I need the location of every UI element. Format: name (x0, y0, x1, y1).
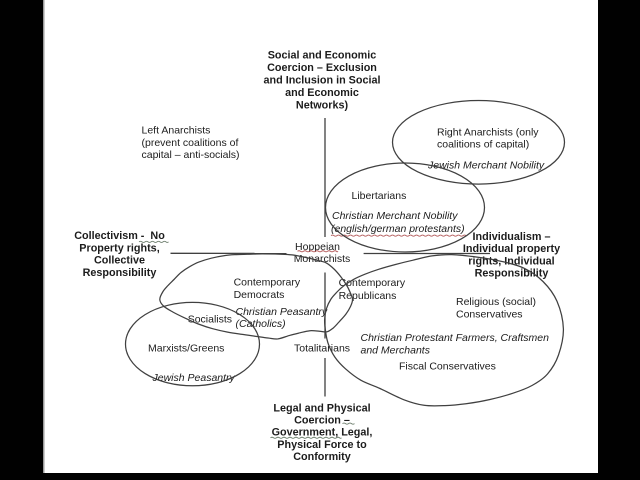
svg-text:Right Anarchists (only: Right Anarchists (only (437, 126, 539, 138)
svg-text:Jewish Merchant Nobility: Jewish Merchant Nobility (427, 159, 545, 171)
svg-text:Coercion –: Coercion – (294, 415, 350, 427)
svg-text:and Inclusion in Social: and Inclusion in Social (264, 74, 381, 86)
svg-text:(english/german protestants): (english/german protestants) (331, 223, 465, 235)
svg-text:Conformity: Conformity (293, 451, 351, 463)
svg-text:coalitions of capital): coalitions of capital) (437, 139, 529, 151)
svg-text:Responsibility: Responsibility (83, 267, 157, 279)
svg-text:and Merchants: and Merchants (361, 345, 431, 357)
svg-text:Libertarians: Libertarians (352, 190, 407, 202)
svg-text:capital – anti-socials): capital – anti-socials) (142, 149, 240, 161)
svg-text:Hoppeian: Hoppeian (295, 241, 340, 253)
svg-text:Social and Economic: Social and Economic (268, 49, 377, 61)
svg-text:Coercion – Exclusion: Coercion – Exclusion (267, 62, 377, 74)
svg-text:Individual property: Individual property (463, 243, 560, 255)
svg-text:Individualism –: Individualism – (473, 231, 551, 243)
svg-text:Christian Merchant Nobility: Christian Merchant Nobility (332, 210, 458, 222)
svg-text:Contemporary: Contemporary (234, 277, 301, 289)
svg-text:Physical Force to: Physical Force to (277, 439, 367, 451)
svg-text:Collective: Collective (94, 255, 145, 267)
svg-text:Religious (social): Religious (social) (456, 296, 536, 308)
svg-text:Fiscal Conservatives: Fiscal Conservatives (399, 361, 496, 373)
svg-text:and Economic: and Economic (285, 87, 359, 99)
svg-text:Democrats: Democrats (234, 289, 285, 301)
svg-text:Contemporary: Contemporary (339, 277, 406, 289)
svg-text:Marxists/Greens: Marxists/Greens (148, 343, 224, 355)
svg-text:Responsibility: Responsibility (475, 268, 549, 280)
svg-text:Left Anarchists: Left Anarchists (142, 125, 211, 137)
svg-text:Socialists: Socialists (188, 314, 232, 326)
svg-text:(prevent coalitions of: (prevent coalitions of (142, 137, 239, 149)
svg-text:Christian Peasantry: Christian Peasantry (236, 306, 328, 318)
svg-text:Legal and Physical: Legal and Physical (273, 402, 370, 414)
svg-text:Monarchists: Monarchists (294, 253, 351, 265)
svg-text:Republicans: Republicans (339, 290, 397, 302)
svg-text:Jewish Peasantry: Jewish Peasantry (152, 372, 236, 384)
svg-text:(Catholics): (Catholics) (236, 318, 286, 330)
svg-text:Government, Legal,: Government, Legal, (272, 427, 373, 439)
svg-text:Networks): Networks) (296, 99, 349, 111)
svg-text:Property rights,: Property rights, (79, 242, 159, 254)
svg-text:Totalitarians: Totalitarians (294, 343, 350, 355)
svg-text:Collectivism - No: Collectivism - No (74, 230, 165, 242)
svg-text:Conservatives: Conservatives (456, 308, 523, 320)
svg-text:Christian Protestant Farmers,: Christian Protestant Farmers, Craftsmen (361, 332, 550, 344)
